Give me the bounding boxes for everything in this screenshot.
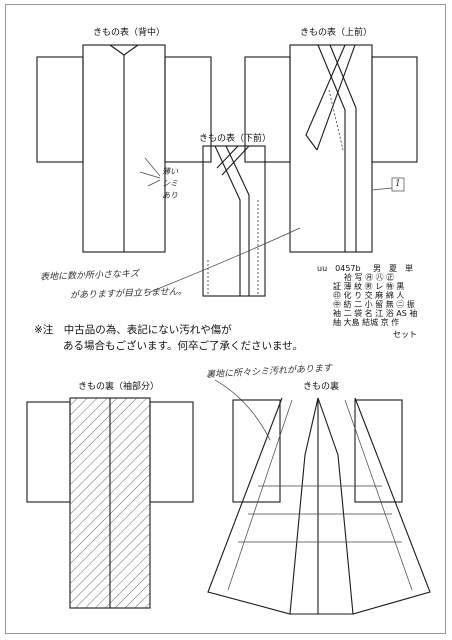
code-row-2: 袷 写 ㊊ ㊇ ㊣ [344, 273, 395, 282]
lower-front-view-drawing [202, 145, 266, 297]
code-row-7: 紬 大島 結城 京 作 [333, 318, 400, 327]
code-row-6: 袖 二 袋 名 江 浴 AS 袖 [333, 309, 418, 318]
back-view-drawing [36, 44, 212, 253]
code-row-5: ㊥ 紡 二 小 留 無 ㊁ 振 [333, 300, 415, 309]
page-frame [5, 4, 446, 634]
lower-front-view-label: きもの表（下前） [199, 134, 272, 144]
stain-markers [139, 157, 301, 293]
sleeve-back-drawing [26, 397, 194, 609]
inner-view-label: きもの裏 [303, 382, 340, 392]
box-number: 1 [395, 179, 401, 189]
thin-stain-note: 薄いシミあり [162, 167, 178, 200]
code-row-4: ㊞ 化 り 交 麻 綿 人 [333, 291, 405, 300]
sleeve-back-view-label: きもの裏（袖部分） [78, 382, 160, 392]
code-row-8: セット [393, 330, 417, 339]
code-row-3: 証 薄 紋 ㊚ レ ㊕ 黒 [333, 282, 405, 291]
notice-line1: ※注 中古品の為、表記にない汚れや傷が [34, 324, 232, 336]
notice-line2: ある場合もございます。何卒ご了承くださいませ。 [63, 340, 304, 352]
code-row-1: 男 夏 単 [373, 264, 413, 273]
inner-view-drawing [207, 379, 431, 615]
back-view-label: きもの表（背中） [93, 28, 166, 38]
front-view-drawing [244, 44, 418, 253]
front-view-label: きもの表（上前） [300, 28, 373, 38]
product-id: uu 0457b [317, 264, 361, 273]
